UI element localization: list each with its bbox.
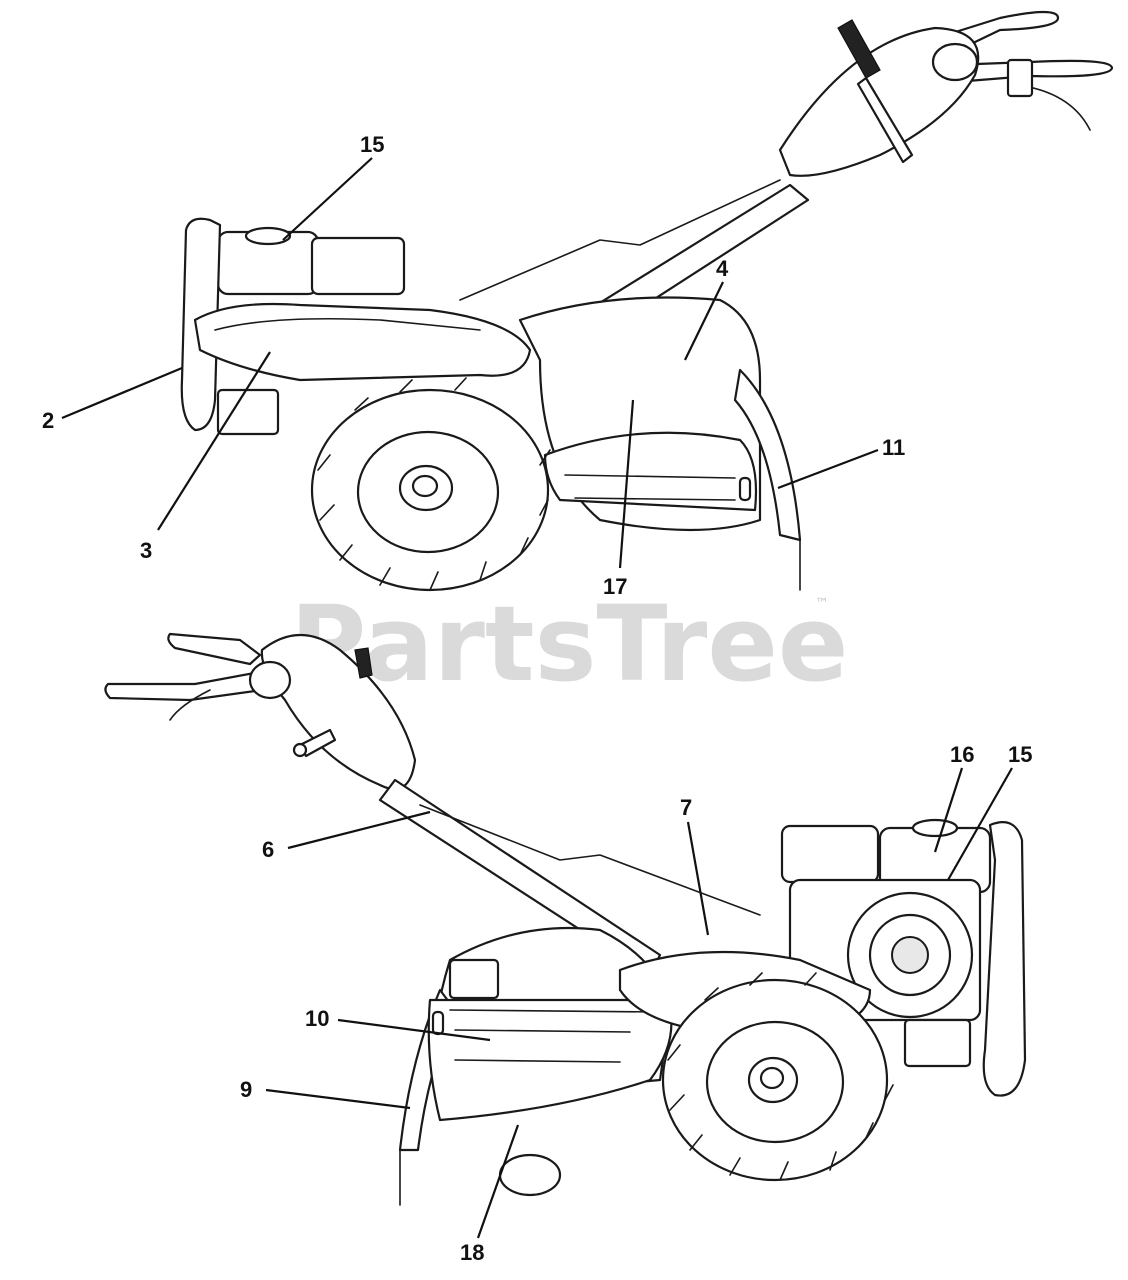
leader-top-11 (777, 448, 879, 490)
bottom-wheel-hub-center (759, 1066, 785, 1090)
top-shield-slot-1 (564, 474, 736, 479)
top-handle-clamp (1006, 58, 1034, 98)
top-transmission-fender (193, 302, 532, 382)
callout-bottom-9: 9 (240, 1077, 252, 1102)
top-wheel-hub-center (411, 474, 439, 498)
callouts-top: 15 2 3 4 11 17 (42, 132, 905, 599)
bottom-lever-knob (354, 647, 373, 679)
bottom-engine-shroud (780, 824, 880, 884)
leader-bottom-10 (337, 1018, 491, 1042)
top-shield-slot-3 (738, 476, 752, 502)
tiller-top-illustration (180, 10, 1114, 592)
bottom-engine-cap (911, 818, 959, 838)
bottom-handle-grip-lower (104, 670, 264, 702)
leader-top-17 (618, 399, 635, 569)
callouts-bottom: 16 15 6 7 10 9 18 (240, 742, 1032, 1265)
bottom-handle-cable (169, 689, 211, 721)
top-shield-slot-2 (574, 497, 736, 501)
leader-bottom-16 (933, 767, 964, 853)
callout-bottom-16: 16 (950, 742, 974, 767)
bottom-shield-slot-2 (454, 1029, 631, 1033)
top-engine-cap (244, 226, 292, 246)
top-engine-shroud (310, 236, 406, 296)
watermark-brand: PartsTree (290, 583, 848, 705)
bottom-shield-slot-3 (454, 1059, 621, 1063)
bottom-front-bumper (982, 821, 1027, 1097)
top-fender-inner (214, 317, 481, 331)
bottom-tow-bracket (903, 1018, 972, 1068)
top-lever-knob (837, 19, 881, 79)
bottom-frame-line (419, 804, 761, 916)
top-lever-rod (856, 76, 914, 164)
callout-top-4: 4 (716, 256, 729, 281)
bottom-handle-grip-upper (167, 632, 262, 666)
bottom-wheel-treads (667, 972, 894, 1181)
leader-top-4 (684, 281, 724, 361)
bottom-hood-hinge (448, 958, 500, 1000)
leader-top-15 (282, 157, 373, 241)
callout-top-17: 17 (603, 574, 627, 599)
top-handle-pivot (931, 42, 979, 82)
callout-bottom-10: 10 (305, 1006, 329, 1031)
top-wheel-treads (317, 377, 551, 591)
leader-bottom-9 (265, 1088, 411, 1110)
tiller-bottom-illustration (104, 632, 1027, 1206)
callout-top-2: 2 (42, 408, 54, 433)
leader-bottom-15 (947, 767, 1013, 881)
bottom-lever-end (292, 742, 308, 758)
callout-bottom-15: 15 (1008, 742, 1032, 767)
bottom-handle-pivot (248, 660, 292, 700)
leader-bottom-18 (476, 1124, 520, 1239)
top-rear-flap (733, 368, 802, 542)
leader-bottom-6 (287, 810, 431, 850)
top-frame-line (459, 179, 781, 301)
bottom-shield-slot-1 (449, 1009, 661, 1013)
callout-top-11: 11 (882, 435, 905, 460)
callout-bottom-7: 7 (680, 795, 692, 820)
leader-top-3 (157, 351, 271, 531)
callout-bottom-18: 18 (460, 1240, 484, 1265)
leader-top-2 (61, 366, 183, 420)
top-side-shield (543, 431, 758, 512)
bottom-tine-wheel (498, 1153, 562, 1197)
watermark-trademark: ™ (815, 596, 829, 612)
bottom-handle-housing (260, 633, 417, 791)
callout-top-15: 15 (360, 132, 384, 157)
callout-top-3: 3 (140, 538, 152, 563)
top-tow-bracket (216, 388, 280, 436)
bottom-shield-tab (431, 1010, 445, 1036)
bottom-engine-flywheel-hub (891, 936, 929, 974)
leader-bottom-7 (686, 821, 710, 936)
callout-bottom-6: 6 (262, 837, 274, 862)
